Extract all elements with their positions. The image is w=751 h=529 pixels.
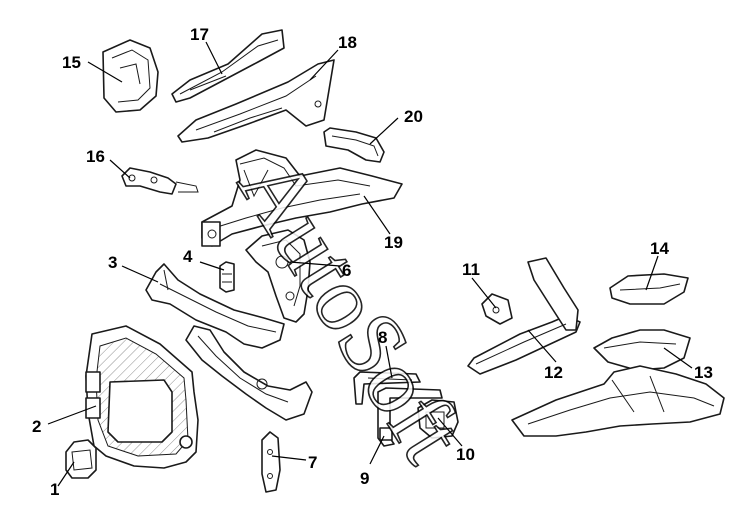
callout-4: 4 bbox=[183, 247, 193, 266]
callout-13: 13 bbox=[694, 363, 713, 382]
callout-10: 10 bbox=[456, 445, 475, 464]
callout-labels: 1 2 3 4 6 7 8 9 10 11 12 13 14 15 16 17 … bbox=[32, 25, 713, 499]
callout-9: 9 bbox=[360, 469, 369, 488]
part-13-floor-panel bbox=[593, 329, 691, 371]
part-3-side-member bbox=[145, 263, 285, 349]
callout-15: 15 bbox=[62, 53, 81, 72]
part-1-mount bbox=[65, 439, 97, 479]
part-10-bracket-block bbox=[417, 399, 459, 439]
callout-14: 14 bbox=[650, 239, 669, 258]
part-11-12-crossmember bbox=[467, 257, 581, 375]
part-15-bracket bbox=[102, 39, 159, 113]
part-17-upper-rail bbox=[171, 29, 285, 103]
callout-8: 8 bbox=[378, 328, 387, 347]
part-19-frame-rail bbox=[201, 149, 403, 247]
callout-6: 6 bbox=[342, 261, 351, 280]
part-lower-member bbox=[185, 325, 313, 421]
callout-17: 17 bbox=[190, 25, 209, 44]
callout-18: 18 bbox=[338, 33, 357, 52]
part-2-radiator-support bbox=[85, 325, 199, 469]
part-20-small-bracket bbox=[323, 127, 385, 163]
part-16-hinge-bracket bbox=[121, 167, 199, 195]
callout-16: 16 bbox=[86, 147, 105, 166]
callout-2: 2 bbox=[32, 417, 41, 436]
part-7-plate bbox=[261, 431, 281, 493]
leader-lines bbox=[47, 41, 693, 487]
part-8-angle-bracket bbox=[353, 371, 421, 405]
part-floor-pan bbox=[511, 365, 725, 437]
callout-3: 3 bbox=[108, 253, 117, 272]
callout-1: 1 bbox=[50, 480, 59, 499]
callout-7: 7 bbox=[308, 453, 317, 472]
part-4-clip bbox=[219, 261, 235, 293]
part-14-floor-panel bbox=[609, 273, 689, 305]
callout-20: 20 bbox=[404, 107, 423, 126]
callout-12: 12 bbox=[544, 363, 563, 382]
part-18-inner-fender bbox=[177, 59, 335, 143]
callout-11: 11 bbox=[462, 260, 480, 279]
part-6-strut-tower bbox=[245, 229, 311, 323]
callout-19: 19 bbox=[384, 233, 403, 252]
